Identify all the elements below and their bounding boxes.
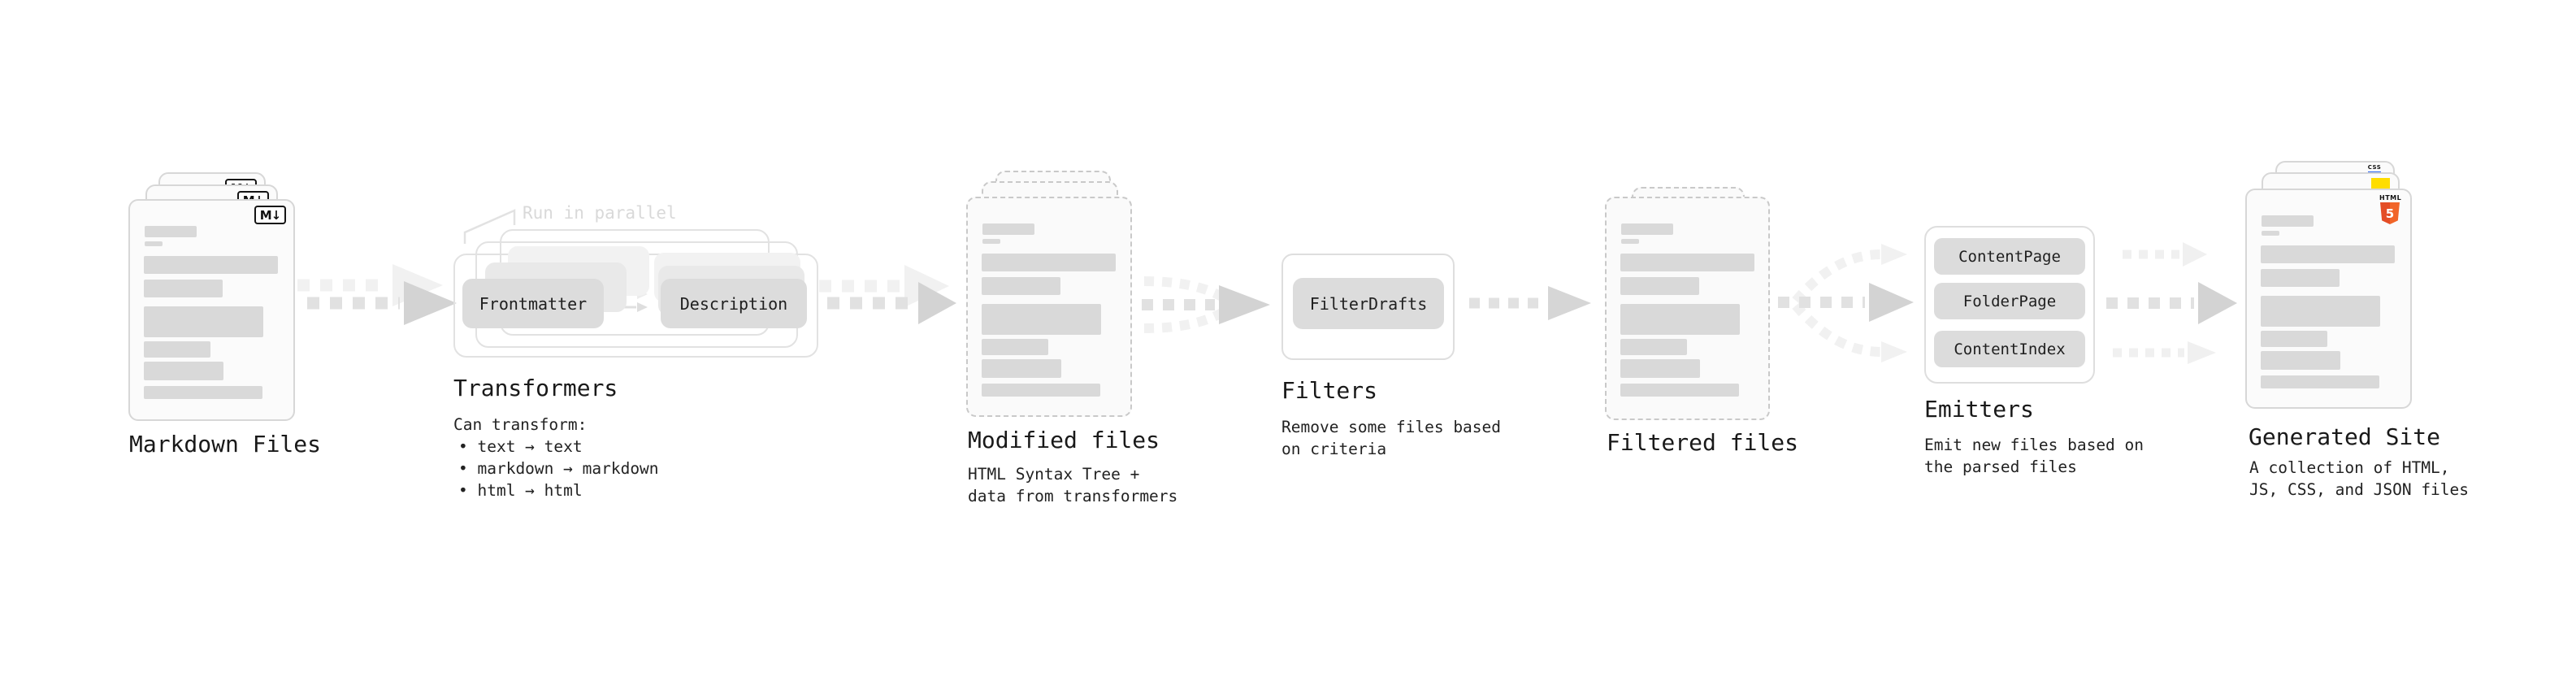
generated-page-html: HTML 5 [2245,189,2412,409]
content-line-bar [1620,384,1739,397]
content-line-bar [2261,351,2340,370]
content-line-bar [2261,245,2395,263]
content-line-bar [144,341,210,358]
css-icon-label: CSS [2367,164,2382,171]
filtered-file-page-front [1605,197,1770,420]
flow-arrow-modified-to-filters [1142,276,1270,333]
folderpage-pill: FolderPage [1934,283,2085,319]
content-line-bar [1620,277,1699,295]
content-line-bar [145,241,163,246]
content-line-bar [2261,331,2327,347]
content-line-bar [144,256,278,274]
description-pill: Description [661,279,807,328]
stage-title-filters: Filters [1281,377,1378,404]
markdown-icon: M↓ [254,206,286,224]
html5-icon-shield: 5 [2380,202,2400,224]
modified-file-page-front [966,197,1132,417]
filters-subtitle-line: Remove some files based [1281,418,1502,436]
flow-arrow-emitters-to-generated [2106,242,2237,364]
content-line-bar [1621,239,1639,244]
content-line-bar [982,223,1034,235]
html5-icon-number: 5 [2385,206,2395,221]
content-line-bar [2262,231,2279,236]
content-line-bar [145,226,197,237]
flow-arrow-transformers-to-modified [819,265,956,324]
emitters-subtitle-line: Emit new files based on [1924,436,2144,454]
content-line-bar [144,386,262,399]
stage-title-markdown-files: Markdown Files [129,431,322,458]
flow-arrow-filters-to-filtered [1469,286,1591,320]
filterdrafts-pill: FilterDrafts [1293,278,1444,329]
content-line-bar [982,239,1000,244]
content-line-bar [1621,223,1673,235]
content-line-bar [982,304,1101,335]
content-line-bar [982,384,1100,397]
html5-icon: HTML 5 [2379,194,2402,224]
stage-title-generated-site: Generated Site [2249,423,2441,450]
flow-arrow-filtered-to-emitters [1778,244,1914,362]
contentindex-pill: ContentIndex [1934,331,2085,367]
content-line-bar [1620,359,1700,378]
content-line-bar [2261,375,2379,388]
emitters-subtitle-line: the parsed files [1924,458,2077,476]
html5-icon-label: HTML [2379,194,2402,202]
stage-title-modified-files: Modified files [968,427,1160,453]
stage-title-filtered-files: Filtered files [1607,429,1799,456]
transformers-bullet: • text → text [458,437,583,456]
transformers-bullet: • markdown → markdown [458,459,659,478]
javascript-icon [2371,178,2390,190]
content-line-bar [982,359,1061,378]
filters-subtitle-line: on criteria [1281,440,1387,458]
content-line-bar [982,339,1048,355]
modified-subtitle-line: HTML Syntax Tree + [968,465,1140,484]
content-line-bar [144,306,263,337]
content-line-bar [2261,296,2380,327]
content-line-bar [144,362,223,380]
frontmatter-pill: Frontmatter [462,279,604,328]
transformers-description: Can transform: [453,415,588,434]
contentpage-pill: ContentPage [1934,238,2085,275]
annotation-leader-line [463,209,516,244]
content-line-bar [1620,254,1754,271]
transformers-bullet: • html → html [458,481,583,500]
content-line-bar [2262,215,2314,227]
flow-arrow-markdown-to-transformers [297,264,457,325]
content-line-bar [144,280,223,297]
generated-subtitle-line: A collection of HTML, [2249,458,2450,477]
content-line-bar [982,277,1060,295]
markdown-file-page-front: M↓ [128,199,295,421]
stage-title-transformers: Transformers [453,375,618,401]
generated-subtitle-line: JS, CSS, and JSON files [2249,480,2470,499]
content-line-bar [1620,304,1740,335]
content-line-bar [982,254,1116,271]
content-line-bar [1620,339,1687,355]
modified-subtitle-line: data from transformers [968,487,1178,505]
content-line-bar [2261,269,2340,287]
stage-title-emitters: Emitters [1924,396,2034,423]
run-in-parallel-annotation: Run in parallel [523,203,677,223]
